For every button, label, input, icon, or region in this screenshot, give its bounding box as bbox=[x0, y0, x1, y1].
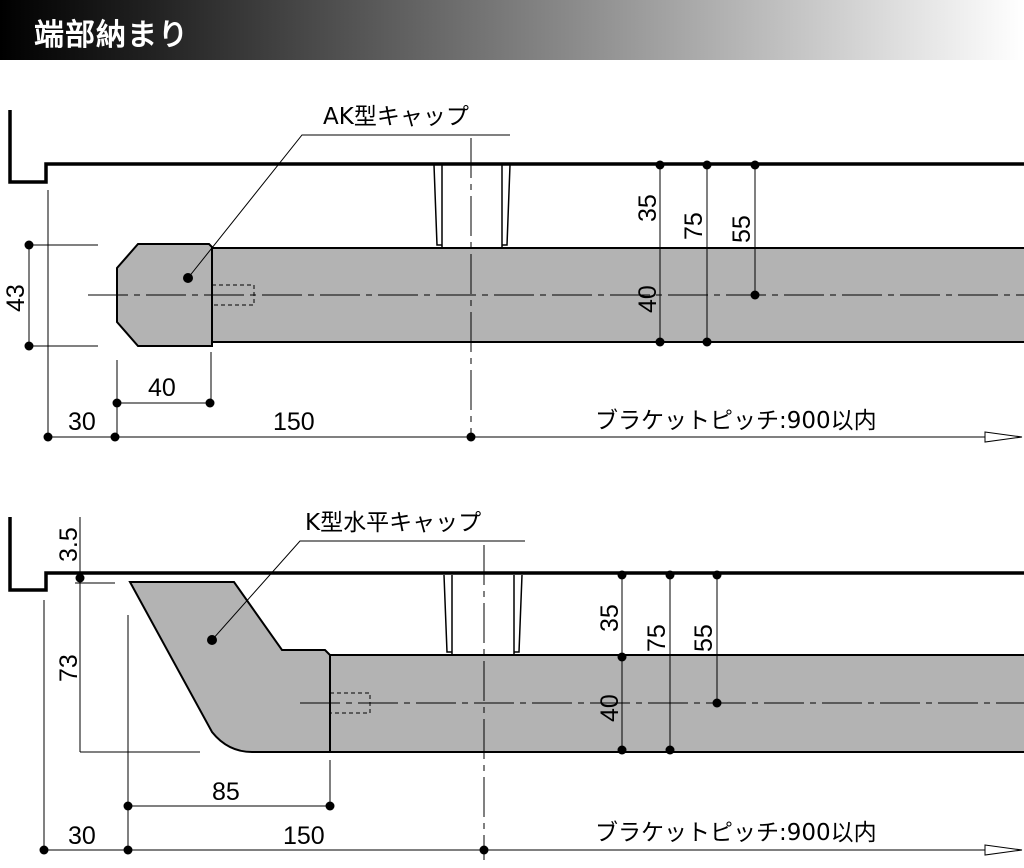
dim-73: 73 bbox=[55, 654, 83, 682]
wall-ceiling bbox=[8, 110, 1024, 184]
leader-line bbox=[211, 540, 525, 641]
dimension-dots bbox=[24, 160, 760, 442]
bracket bbox=[443, 574, 523, 655]
dim-30: 30 bbox=[68, 408, 96, 436]
dim-40: 40 bbox=[596, 694, 624, 722]
dim-85: 85 bbox=[212, 778, 240, 806]
dim-43: 43 bbox=[2, 284, 30, 312]
dimension-lines bbox=[43, 517, 990, 851]
wall-ceiling bbox=[8, 517, 1024, 592]
dim-30: 30 bbox=[68, 822, 96, 850]
dim-75: 75 bbox=[643, 624, 671, 652]
dim-35: 35 bbox=[596, 604, 624, 632]
arrow-icon bbox=[984, 844, 1023, 856]
k-horizontal-cap bbox=[128, 581, 331, 753]
dim-75: 75 bbox=[680, 212, 708, 240]
dim-55: 55 bbox=[690, 624, 718, 652]
bracket-pitch-label: ブラケットピッチ:900以内 bbox=[595, 820, 877, 846]
section-header: 端部納まり bbox=[0, 0, 1024, 60]
bracket bbox=[433, 164, 511, 248]
dim-150: 150 bbox=[283, 822, 325, 850]
bottom-detail bbox=[8, 517, 1024, 860]
arrow-icon bbox=[984, 431, 1023, 443]
leader-line bbox=[187, 134, 510, 279]
bracket-pitch-label: ブラケットピッチ:900以内 bbox=[595, 408, 877, 434]
k-cap-label: K型水平キャップ bbox=[305, 510, 481, 536]
dim-40: 40 bbox=[634, 285, 662, 313]
dimension-dots bbox=[39, 570, 722, 855]
section-title: 端部納まり bbox=[34, 18, 189, 53]
dimension-lines bbox=[28, 165, 990, 438]
ak-cap-label: AK型キャップ bbox=[323, 104, 469, 130]
dim-40-cap: 40 bbox=[148, 374, 176, 402]
dim-35: 35 bbox=[634, 194, 662, 222]
dim-3-5: 3.5 bbox=[55, 527, 83, 562]
top-detail bbox=[8, 110, 1024, 443]
dim-55: 55 bbox=[728, 215, 756, 243]
dim-150: 150 bbox=[273, 408, 315, 436]
